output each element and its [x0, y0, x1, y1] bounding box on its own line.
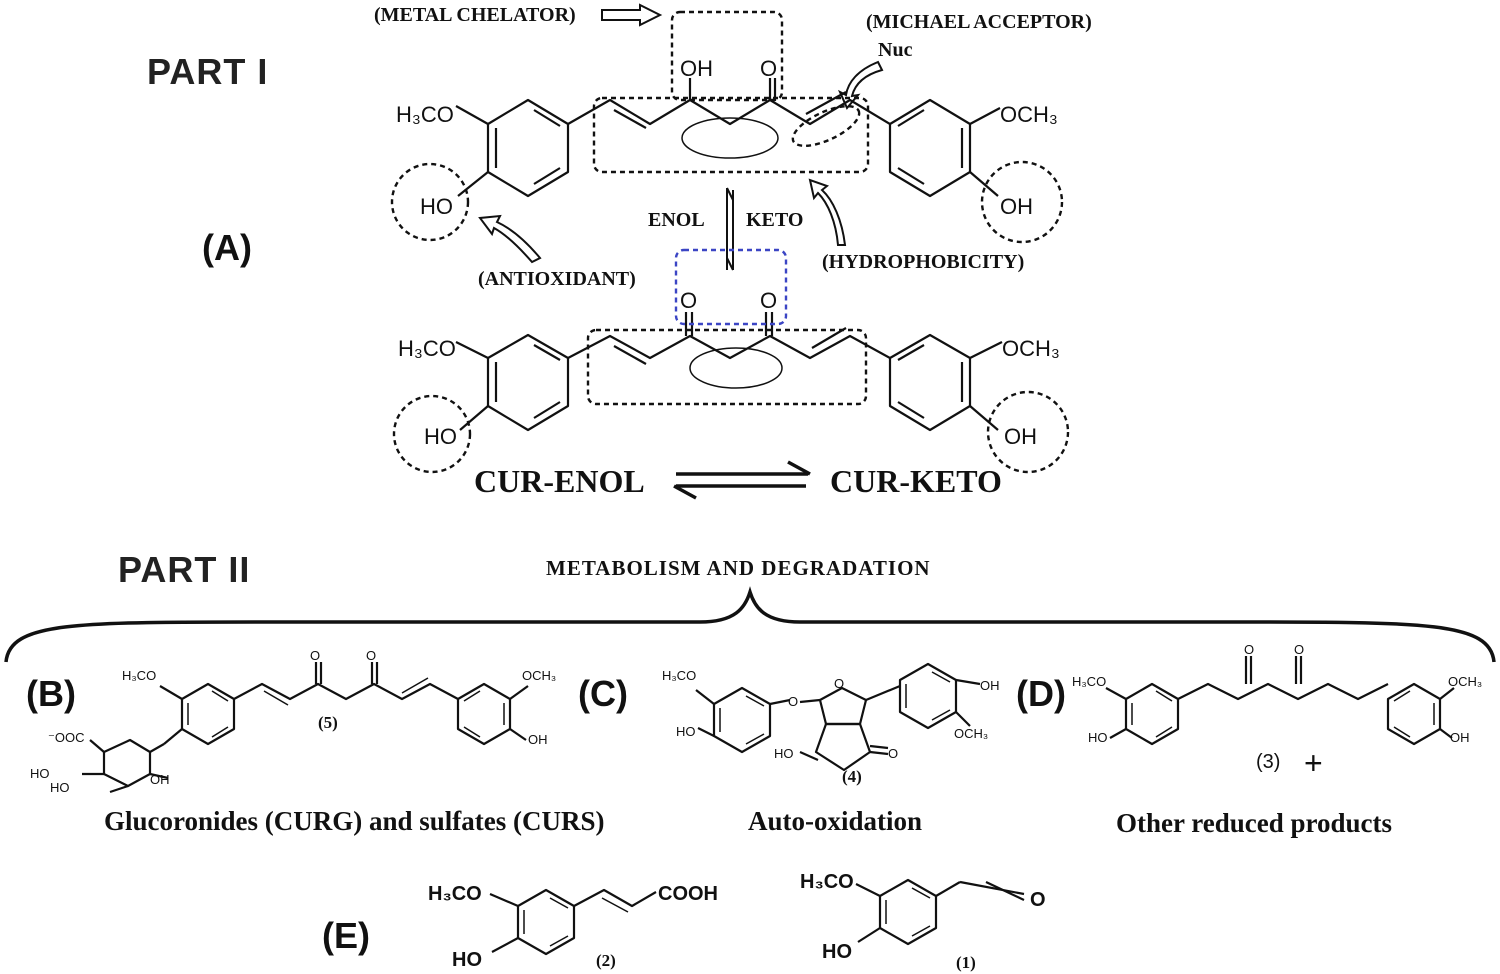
equilibrium-arrows: [673, 460, 811, 500]
e1-h3co: H₃CO: [800, 871, 854, 893]
d-ho: HO: [1088, 730, 1108, 745]
phenol-circle-keto-right: [986, 390, 1070, 474]
enol-och3-right: OCH₃: [1000, 102, 1058, 127]
cur-keto-structure: [455, 312, 1003, 432]
metal-chelator-label: (METAL CHELATOR): [374, 4, 576, 26]
keto-ho-left: HO: [424, 424, 457, 449]
panel-label-b: (B): [26, 673, 76, 714]
keto-label: KETO: [746, 209, 803, 231]
d-och3: OCH₃: [1448, 674, 1482, 689]
part-i-title: PART I: [147, 51, 268, 92]
b-och3: OCH₃: [522, 668, 556, 683]
c-o-ether: O: [788, 694, 798, 709]
e1-o: O: [1030, 889, 1046, 911]
panel-label-e: (E): [322, 915, 370, 956]
b-coo: ⁻OOC: [48, 730, 84, 745]
panel-label-a: (A): [202, 227, 252, 268]
caption-b: Glucoronides (CURG) and sulfates (CURS): [104, 806, 605, 836]
c-oh: OH: [980, 678, 1000, 693]
caption-c: Auto-oxidation: [748, 806, 922, 836]
e2-ho: HO: [452, 949, 482, 971]
e2-h3co: H₃CO: [428, 883, 482, 905]
b-ho-1: HO: [30, 766, 50, 781]
d-h3co: H₃CO: [1072, 674, 1106, 689]
panel-label-d: (D): [1016, 673, 1066, 714]
enol-h3co-left: H₃CO: [396, 102, 454, 127]
keto-och3-right: OCH₃: [1002, 336, 1060, 361]
hydrophobic-linker-box-enol: [592, 96, 870, 174]
enol-o-label: O: [760, 56, 777, 81]
panel-label-c: (C): [578, 673, 628, 714]
d-o-left: O: [1244, 642, 1254, 657]
b-o-right: O: [366, 648, 376, 663]
michael-acceptor-label: (MICHAEL ACCEPTOR): [866, 11, 1092, 33]
enol-oh-right: OH: [1000, 194, 1033, 219]
b-o-left: O: [310, 648, 320, 663]
enol-oh-label: OH: [680, 56, 713, 81]
c-ho-2: HO: [774, 746, 794, 761]
e2-cooh: COOH: [658, 883, 718, 905]
d-oh: OH: [1450, 730, 1470, 745]
enol-ho-left: HO: [420, 194, 453, 219]
keto-h3co-left: H₃CO: [398, 336, 456, 361]
curly-brace: [4, 586, 1496, 663]
hydrophobicity-arrow: [808, 178, 847, 246]
antioxidant-label: (ANTIOXIDANT): [478, 268, 636, 290]
compound-5-label: (5): [318, 713, 338, 732]
structure-e-ferulic-acid: [489, 888, 657, 956]
compound-2-label: (2): [596, 951, 616, 970]
d-o-right: O: [1294, 642, 1304, 657]
keto-o-right: O: [760, 288, 777, 313]
structure-e-vanillin: [855, 878, 1025, 946]
c-o-keto: O: [888, 746, 898, 761]
antioxidant-arrow: [478, 214, 542, 264]
compound-4-label: (4): [842, 767, 862, 786]
metabolism-header: METABOLISM AND DEGRADATION: [546, 556, 931, 580]
c-och3: OCH₃: [954, 726, 988, 741]
metal-chelator-arrow: [601, 3, 663, 27]
b-oh: OH: [528, 732, 548, 747]
structure-d-reduced-curcumin: [1105, 656, 1455, 746]
hydrophobicity-label: (HYDROPHOBICITY): [822, 251, 1024, 273]
c-o-ring: O: [834, 676, 844, 691]
part-ii-title: PART II: [118, 549, 250, 590]
c-ho: HO: [676, 724, 696, 739]
b-h3co: H₃CO: [122, 668, 156, 683]
hydrophobic-linker-box-keto: [586, 328, 868, 406]
cur-keto-label: CUR-KETO: [830, 463, 1002, 499]
diketo-box-blue: [674, 248, 788, 326]
plus-sign: +: [1304, 745, 1323, 781]
enol-label: ENOL: [648, 209, 705, 231]
nuc-label: Nuc: [878, 39, 913, 61]
phenol-circle-enol-left: [390, 162, 470, 242]
cur-enol-label: CUR-ENOL: [474, 463, 645, 499]
e1-ho: HO: [822, 941, 852, 963]
metal-chelator-box: [670, 10, 784, 102]
phenol-circle-keto-left: [392, 394, 472, 474]
structure-b-curcumin-glucuronide: [82, 662, 529, 794]
keto-o-left: O: [680, 288, 697, 313]
compound-1-label: (1): [956, 953, 976, 972]
b-oh-sugar: OH: [150, 772, 170, 787]
phenol-circle-enol-right: [980, 160, 1064, 244]
cur-enol-structure: [455, 78, 1001, 198]
compound-3-label: (3): [1256, 751, 1280, 773]
caption-d: Other reduced products: [1116, 808, 1392, 838]
keto-oh-right: OH: [1004, 424, 1037, 449]
structure-c-autoxidation-product: [695, 662, 981, 772]
c-h3co: H₃CO: [662, 668, 696, 683]
b-ho-2: HO: [50, 780, 70, 795]
